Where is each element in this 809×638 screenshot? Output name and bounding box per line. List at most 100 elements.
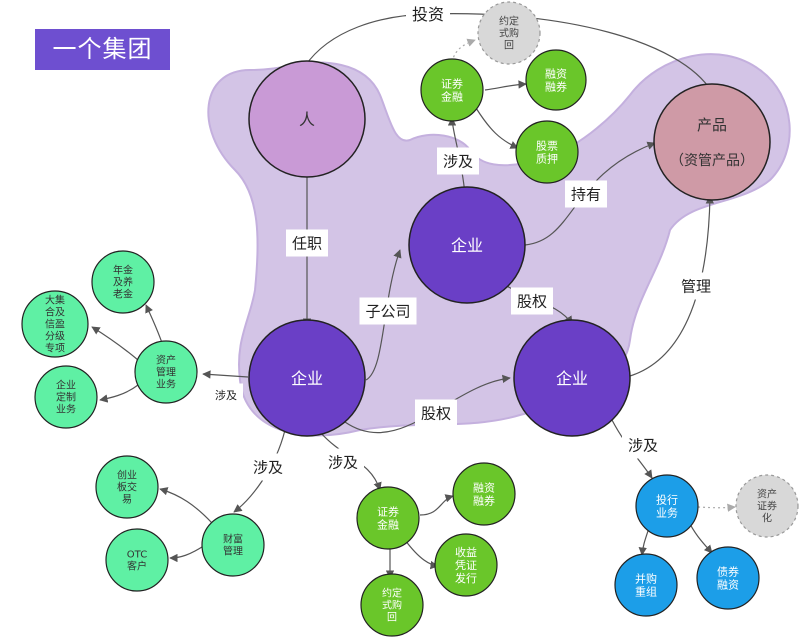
node-mna-label-line: 并购 (635, 571, 657, 585)
edge-label-hold: 持有 (565, 180, 607, 208)
node-custom-label-line: 业务 (56, 403, 76, 416)
edge-top-repo (451, 38, 476, 63)
edge-label-equity-upper-text: 股权 (517, 292, 547, 310)
edge-labels: 投资任职涉及持有子公司股权股权管理涉及涉及涉及涉及 (209, 0, 717, 481)
node-pension-label-line: 年金 (113, 264, 133, 277)
edge-label-manage-text: 管理 (681, 277, 711, 295)
node-income-cert-label-line: 收益 (455, 545, 477, 559)
edge-top-margin (484, 80, 527, 91)
node-repo-bottom-label-line: 约定 (382, 587, 402, 600)
node-repo-bottom-label-line: 式购 (382, 599, 402, 612)
edge-involve-left (202, 370, 249, 379)
node-enterprise-left-label: 企业 (291, 369, 323, 388)
node-gem-label-line: 板交 (117, 481, 137, 494)
node-margin-bottom-label-line: 融资 (473, 481, 495, 494)
edge-label-involve-top: 涉及 (437, 147, 479, 175)
edge-label-involve-ib: 涉及 (622, 431, 664, 459)
edge-wealth-otc (169, 544, 206, 563)
node-product-label: 产品 (697, 116, 727, 134)
node-otc-label-line: OTC (127, 550, 147, 561)
edge-manage (629, 195, 715, 377)
edge-label-equity-lower-text: 股权 (421, 404, 451, 422)
node-person[interactable]: 人 (248, 60, 366, 178)
edge-am-collective (91, 326, 139, 361)
edge-label-involve-sec-text: 涉及 (328, 453, 358, 471)
node-sec-finance-top-label-line: 金融 (441, 89, 463, 103)
node-pledge-top-label-line: 质押 (536, 151, 558, 165)
node-collective-label-line: 专项 (45, 342, 65, 355)
node-wealth-label-line: 管理 (223, 545, 243, 558)
node-sec-finance-bottom-label-line: 金融 (377, 517, 399, 531)
node-wealth-label-line: 财富 (223, 533, 243, 546)
node-asset-mgmt-label-line: 业务 (156, 378, 176, 391)
node-repo-top-label-line: 约定 (499, 15, 519, 28)
node-custom-label-line: 企业 (56, 379, 76, 392)
node-repo-top-label-line: 式购 (499, 27, 519, 40)
node-asset-mgmt-label-line: 资产 (156, 354, 176, 367)
node-margin-top-label-line: 融资 (545, 67, 567, 80)
edge-label-involve-top-text: 涉及 (443, 152, 473, 170)
node-ib-label-line: 业务 (656, 506, 678, 519)
node-product-sublabel: （资管产品） (670, 153, 754, 169)
node-income-cert-label-line: 发行 (455, 571, 477, 585)
node-otc-label-line: 客户 (127, 560, 147, 573)
node-gem-label-line: 易 (122, 494, 132, 506)
edge-invest (304, 13, 713, 93)
node-ib-label-line: 投行 (656, 492, 678, 506)
edge-label-subsidiary: 子公司 (359, 297, 417, 325)
node-enterprise-top[interactable]: 企业 (408, 186, 526, 304)
node-income-cert-label-line: 凭证 (455, 558, 477, 572)
edge-label-involve-wealth: 涉及 (247, 453, 289, 481)
node-pension-label-line: 及养 (113, 276, 133, 289)
node-custom-label-line: 定制 (56, 391, 76, 404)
node-sec-finance-bottom-label-line: 证券 (377, 504, 399, 518)
edge-label-employ: 任职 (286, 229, 328, 257)
small-nodes: 证券金融融资融券股票质押约定式购回资产管理业务年金及养老金大集合及信盈分级专项企… (21, 1, 799, 637)
edge-label-hold-text: 持有 (571, 185, 601, 203)
node-enterprise-right-label: 企业 (556, 369, 588, 388)
node-margin-top-label-line: 融券 (545, 79, 567, 93)
edge-label-invest: 投资 (406, 0, 450, 28)
node-abs-label-line: 化 (762, 512, 772, 525)
page-title: 一个集团 (35, 29, 170, 70)
edge-label-equity-upper: 股权 (511, 287, 553, 315)
edge-sec-income (404, 539, 439, 570)
edge-wealth-gem (159, 487, 213, 524)
node-enterprise-top-label: 企业 (451, 236, 483, 255)
node-product[interactable]: 产品 （资管产品） (653, 83, 771, 201)
node-repo-top-label-line: 回 (504, 40, 514, 52)
edge-label-employ-text: 任职 (292, 234, 322, 252)
edge-label-involve-ib-text: 涉及 (628, 436, 658, 454)
node-abs-label-line: 资产 (757, 488, 777, 501)
node-repo-bottom-label-line: 回 (387, 612, 397, 624)
node-enterprise-left[interactable]: 企业 (248, 319, 366, 437)
node-enterprise-right[interactable]: 企业 (513, 319, 631, 437)
node-bond-label-line: 融资 (717, 578, 739, 591)
edge-involve-wealth (233, 429, 286, 513)
edge-subsidiary (365, 249, 402, 381)
edge-ib-abs (697, 503, 736, 512)
edge-label-equity-lower: 股权 (415, 399, 457, 427)
node-pension-label-line: 老金 (113, 288, 133, 301)
node-bond-label-line: 债券 (717, 564, 739, 578)
